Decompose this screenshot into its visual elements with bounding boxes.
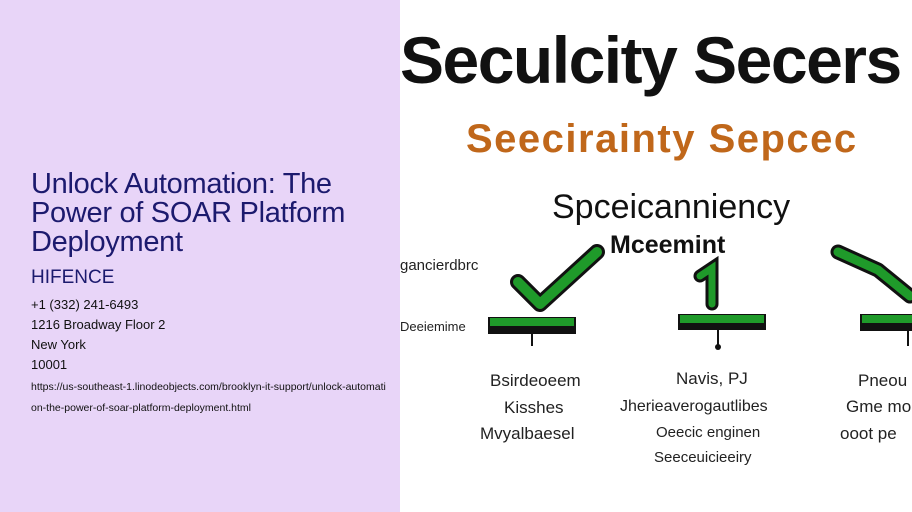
column-3-line-3: ooot pe xyxy=(840,424,897,443)
page-title: Unlock Automation: The Power of SOAR Pla… xyxy=(31,168,346,258)
city: New York xyxy=(31,337,86,352)
divider-bar-fill xyxy=(862,315,912,323)
column-1-line-2: Kisshes xyxy=(504,398,564,417)
column-1-line-3: Mvyalbaesel xyxy=(480,424,575,443)
column-2-line-2: Jherieaverogautlibes xyxy=(620,398,768,415)
side-label-bottom: Deeiemime xyxy=(400,319,466,334)
divider-bar-fill xyxy=(680,315,764,323)
illustration-subheading: Seecirainty Sepcec xyxy=(466,117,858,161)
divider-bar-fill xyxy=(490,318,574,326)
illustration-heading: Seculcity Secers xyxy=(400,23,901,97)
article-url: https://us-southeast-1.linodeobjects.com… xyxy=(31,381,386,414)
street-address: 1216 Broadway Floor 2 xyxy=(31,317,166,332)
number-one-icon xyxy=(693,255,719,311)
connector-dot xyxy=(715,344,721,350)
column-2-line-1: Navis, PJ xyxy=(676,369,748,388)
side-label-top: gancierdbrc xyxy=(400,257,479,274)
column-3-line-2: Gme mo xyxy=(846,397,911,416)
phone-number: +1 (332) 241-6493 xyxy=(31,297,139,312)
illustration-label-bottom: Mceemint xyxy=(610,231,726,259)
illustration-canvas: Seculcity Secers Seecirainty Sepcec Spce… xyxy=(400,23,912,466)
column-1-line-1: Bsirdeoeem xyxy=(490,371,581,390)
company-name: HIFENCE xyxy=(31,267,115,288)
column-2-line-3: Oeecic enginen xyxy=(656,424,760,441)
zip-code: 10001 xyxy=(31,357,68,372)
info-panel: Unlock Automation: The Power of SOAR Pla… xyxy=(0,0,400,512)
arrow-icon xyxy=(830,244,912,304)
checkmark-icon xyxy=(510,244,605,312)
column-3-line-1: Pneou xyxy=(858,371,907,390)
illustration-label-top: Spceicanniency xyxy=(552,188,790,226)
column-2-line-4: Seeceuicieeiry xyxy=(654,449,752,466)
illustration: Seculcity Secers Seecirainty Sepcec Spce… xyxy=(400,0,912,512)
